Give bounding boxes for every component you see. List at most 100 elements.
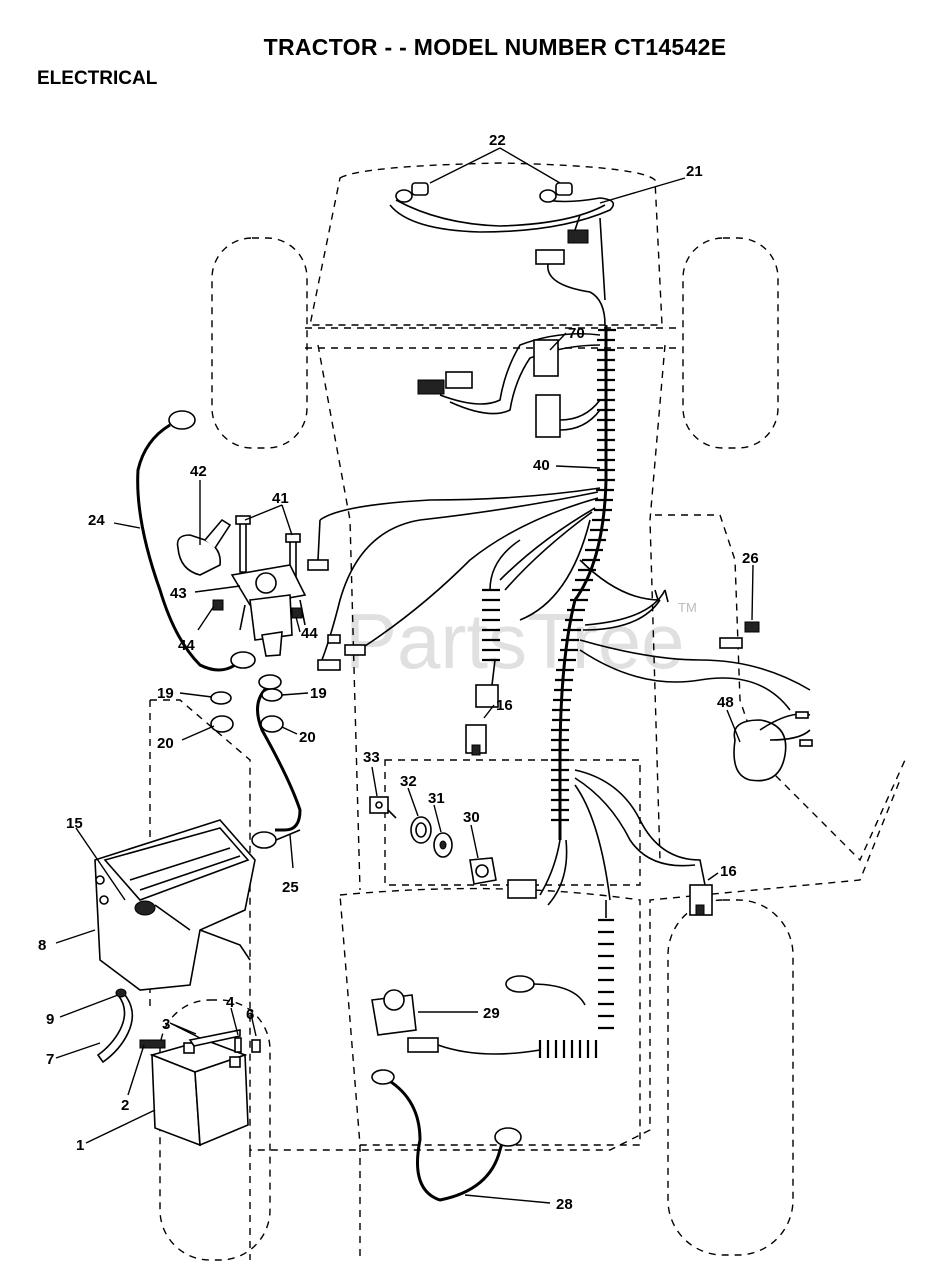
plug-left-70 — [445, 371, 473, 389]
module-29-plug — [407, 1037, 439, 1053]
seat-switch-harness — [654, 589, 813, 782]
front-right-wheel — [682, 237, 779, 449]
cable-24-ring-bottom — [230, 651, 256, 669]
callout-33: 33 — [363, 749, 380, 766]
dash-harness-branch — [417, 332, 601, 438]
washer-19-left — [210, 691, 232, 705]
connector-16-a — [475, 684, 499, 708]
callout-29: 29 — [483, 1005, 500, 1022]
callout-44-right: 44 — [301, 625, 318, 642]
cable-28-ring-top — [371, 1069, 395, 1085]
callout-42: 42 — [190, 463, 207, 480]
callout-32: 32 — [400, 773, 417, 790]
harness-plug-21 — [535, 249, 565, 265]
callout-25: 25 — [282, 879, 299, 896]
cable-25-ring-bottom — [251, 831, 277, 849]
seat-deck-outline — [150, 699, 901, 1151]
solenoid-top — [255, 572, 277, 594]
part-33-hole — [375, 801, 383, 809]
clamp-9 — [115, 988, 127, 998]
callout-8: 8 — [38, 937, 46, 954]
callout-6: 6 — [246, 1006, 254, 1023]
washer-31-hole — [439, 840, 447, 850]
callout-9: 9 — [46, 1011, 54, 1028]
terminal-26 — [744, 621, 760, 633]
callout-30: 30 — [463, 809, 480, 826]
plug-16-a-tab — [471, 744, 481, 756]
battery-cable-24 — [136, 410, 256, 672]
hose-7 — [96, 994, 134, 1064]
cable-25-ring-top — [258, 674, 282, 690]
hood-outline — [309, 162, 663, 326]
solenoid-assembly — [176, 515, 307, 657]
callouts: 22 21 70 40 42 41 24 43 44 44 19 20 19 2… — [38, 132, 759, 1213]
callout-7: 7 — [46, 1051, 54, 1068]
nut-20-right — [260, 715, 284, 733]
fuel-line — [96, 988, 134, 1064]
battery-post-b — [229, 1056, 241, 1068]
page-title: TRACTOR - - MODEL NUMBER CT14542E — [263, 34, 727, 60]
headlight-bulb-left — [395, 189, 413, 203]
callout-20-left: 20 — [157, 735, 174, 752]
callout-70: 70 — [568, 325, 585, 342]
callout-22: 22 — [489, 132, 506, 149]
headlight-socket-left — [411, 182, 429, 196]
nut-6 — [251, 1039, 261, 1053]
headlight-harness — [389, 182, 615, 326]
front-left-wheel — [211, 237, 308, 449]
callout-41: 41 — [272, 490, 289, 507]
front-axle-outline — [305, 327, 680, 349]
inner-32 — [415, 822, 427, 838]
battery-cable-25 — [251, 674, 302, 849]
callout-16-lower: 16 — [720, 863, 737, 880]
washer-19-right — [261, 688, 283, 702]
seat-switch-48 — [733, 719, 787, 782]
plug-left-70-cap — [417, 379, 445, 395]
leader-lines — [55, 147, 754, 1204]
callout-24: 24 — [88, 512, 105, 529]
connector-26 — [719, 637, 743, 649]
callout-21: 21 — [686, 163, 703, 180]
pto-connector — [307, 559, 329, 571]
bolt-41-left — [239, 521, 247, 573]
headlight-socket-right — [555, 182, 573, 196]
callout-16-upper: 16 — [496, 697, 513, 714]
nut-44-right — [291, 607, 303, 619]
inline-fuse-b — [344, 644, 366, 656]
callout-43: 43 — [170, 585, 187, 602]
connector-15 — [134, 900, 156, 916]
branch-16-lower — [574, 769, 713, 916]
tractor-outline — [149, 162, 906, 1261]
fender-outline — [339, 887, 641, 1146]
battery-side — [194, 1053, 249, 1147]
headlight-bulb-right — [539, 189, 557, 203]
callout-28: 28 — [556, 1196, 573, 1213]
engine-top — [103, 827, 250, 901]
plug-lower-70 — [535, 394, 561, 438]
boot-42 — [176, 534, 222, 576]
callout-4: 4 — [226, 994, 235, 1011]
callout-15: 15 — [66, 815, 83, 832]
callout-48: 48 — [717, 694, 734, 711]
plug-16-b-tab — [695, 904, 705, 916]
ignition-parts — [369, 796, 497, 885]
washer-4 — [234, 1037, 242, 1053]
inline-fuse-a — [317, 659, 341, 671]
engine-area — [94, 819, 256, 991]
solenoid-body — [249, 594, 293, 641]
main-harness-coil — [507, 325, 616, 906]
watermark-tm: TM — [678, 600, 697, 615]
rear-right-wheel — [667, 899, 794, 1256]
side-harness — [307, 487, 811, 711]
bracket-3 — [188, 1029, 241, 1047]
ground-cable-28 — [371, 1069, 522, 1202]
callout-19-left: 19 — [157, 685, 174, 702]
callout-3: 3 — [162, 1016, 170, 1033]
battery-post-a — [183, 1042, 195, 1054]
watermark-text: PartsTree — [345, 597, 685, 685]
solenoid-post — [261, 631, 283, 657]
nut-20-left — [210, 715, 234, 733]
harness-end-plug — [507, 879, 537, 899]
harness-connector-21 — [567, 229, 589, 244]
